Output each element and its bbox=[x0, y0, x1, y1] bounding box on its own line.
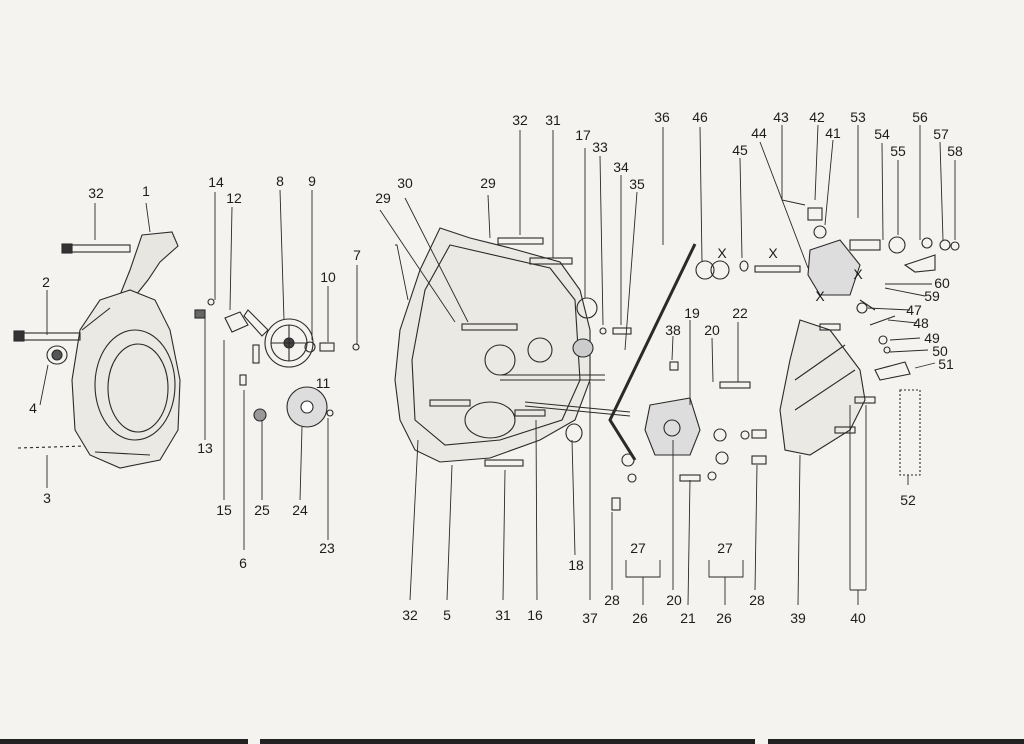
label-part-25: 25 bbox=[254, 502, 270, 518]
left-hardware bbox=[13, 243, 131, 449]
leader-lines bbox=[39, 124, 956, 606]
label-part-14: 14 bbox=[208, 174, 224, 190]
label-part-29-upper: 29 bbox=[480, 175, 496, 191]
label-part-42: 42 bbox=[809, 109, 825, 125]
label-part-29-left: 29 bbox=[375, 190, 391, 206]
label-part-45: 45 bbox=[732, 142, 748, 158]
label-part-34: 34 bbox=[613, 159, 629, 175]
label-part-12: 12 bbox=[226, 190, 242, 206]
label-part-15: 15 bbox=[216, 502, 232, 518]
label-part-27-right: 27 bbox=[717, 540, 733, 556]
label-part-41: 41 bbox=[825, 125, 841, 141]
label-part-13: 13 bbox=[197, 440, 213, 456]
label-part-53: 53 bbox=[850, 109, 866, 125]
valve-parts bbox=[695, 207, 960, 381]
label-part-60: 60 bbox=[934, 275, 950, 291]
label-part-44: 44 bbox=[751, 125, 767, 141]
oil-pump bbox=[611, 361, 767, 511]
label-part-26-right: 26 bbox=[716, 610, 732, 626]
flywheel-parts bbox=[194, 298, 360, 428]
label-mark-x-3: X bbox=[815, 288, 825, 304]
label-part-17: 17 bbox=[575, 127, 591, 143]
label-part-16: 16 bbox=[527, 607, 543, 623]
bottom-edge-middle bbox=[260, 739, 755, 744]
label-part-38: 38 bbox=[665, 322, 681, 338]
label-part-32-lower: 32 bbox=[402, 607, 418, 623]
label-part-57: 57 bbox=[933, 126, 949, 142]
label-part-54: 54 bbox=[874, 126, 890, 142]
label-part-48: 48 bbox=[913, 315, 929, 331]
label-part-37: 37 bbox=[582, 610, 598, 626]
label-part-31-lower: 31 bbox=[495, 607, 511, 623]
label-part-43: 43 bbox=[773, 109, 789, 125]
label-part-28-left: 28 bbox=[604, 592, 620, 608]
label-mark-x-2: X bbox=[768, 245, 778, 261]
label-part-2: 2 bbox=[42, 274, 50, 290]
label-part-3: 3 bbox=[43, 490, 51, 506]
label-part-52: 52 bbox=[900, 492, 916, 508]
label-part-47: 47 bbox=[906, 302, 922, 318]
label-part-6: 6 bbox=[239, 555, 247, 571]
label-part-20-upper: 20 bbox=[704, 322, 720, 338]
label-part-24: 24 bbox=[292, 502, 308, 518]
label-part-4: 4 bbox=[29, 400, 37, 416]
label-part-22: 22 bbox=[732, 305, 748, 321]
label-part-32-left: 32 bbox=[88, 185, 104, 201]
label-part-19: 19 bbox=[684, 305, 700, 321]
label-part-20-lower: 20 bbox=[666, 592, 682, 608]
label-part-30: 30 bbox=[397, 175, 413, 191]
label-part-28-right: 28 bbox=[749, 592, 765, 608]
label-part-1: 1 bbox=[142, 183, 150, 199]
bottom-edge-right bbox=[768, 739, 1024, 744]
label-part-7: 7 bbox=[353, 247, 361, 263]
label-part-21: 21 bbox=[680, 610, 696, 626]
label-part-59: 59 bbox=[924, 288, 940, 304]
label-part-35: 35 bbox=[629, 176, 645, 192]
label-part-51: 51 bbox=[938, 356, 954, 372]
bolts-and-rods bbox=[429, 237, 697, 467]
label-part-26-left: 26 bbox=[632, 610, 648, 626]
label-part-46: 46 bbox=[692, 109, 708, 125]
label-part-23: 23 bbox=[319, 540, 335, 556]
label-part-40: 40 bbox=[850, 610, 866, 626]
label-part-11: 11 bbox=[315, 375, 331, 391]
label-part-39: 39 bbox=[790, 610, 806, 626]
label-part-8: 8 bbox=[276, 173, 284, 189]
label-part-18: 18 bbox=[568, 557, 584, 573]
label-part-27-left: 27 bbox=[630, 540, 646, 556]
label-part-55: 55 bbox=[890, 143, 906, 159]
crankcase-cover bbox=[394, 227, 591, 463]
label-part-32-upper: 32 bbox=[512, 112, 528, 128]
label-part-50: 50 bbox=[932, 343, 948, 359]
label-part-36: 36 bbox=[654, 109, 670, 125]
label-mark-x-1: X bbox=[717, 245, 727, 261]
label-part-5: 5 bbox=[443, 607, 451, 623]
bottom-edge-left bbox=[0, 739, 248, 744]
label-part-58: 58 bbox=[947, 143, 963, 159]
fan-shroud bbox=[71, 231, 181, 469]
side-plate bbox=[779, 319, 921, 476]
label-part-31-upper: 31 bbox=[545, 112, 561, 128]
label-mark-x-4: X bbox=[853, 266, 863, 282]
label-part-10: 10 bbox=[320, 269, 336, 285]
label-part-56: 56 bbox=[912, 109, 928, 125]
label-part-33: 33 bbox=[592, 139, 608, 155]
label-part-9: 9 bbox=[308, 173, 316, 189]
label-part-49: 49 bbox=[924, 330, 940, 346]
